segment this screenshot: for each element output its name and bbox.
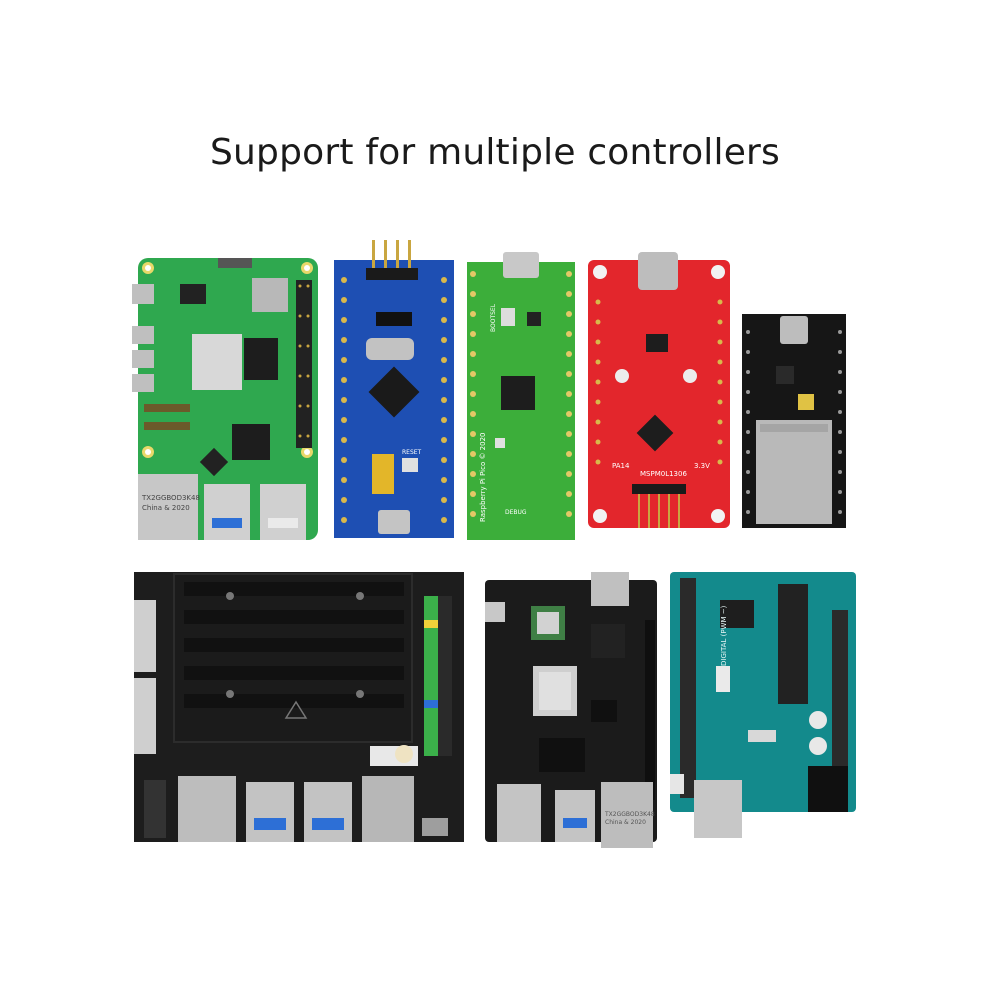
silk-label: MSPM0L1306: [640, 470, 687, 478]
silk-label: BOOTSEL: [490, 303, 497, 332]
page-title: Support for multiple controllers: [209, 132, 781, 173]
esp32-devkit-image: [740, 312, 848, 530]
red-controller-board-image: MSPM0L1306 PA14 3.3V: [586, 252, 732, 530]
arduino-uno-image: DIGITAL (PWM ~): [668, 570, 858, 840]
silk-label: China & 2020: [605, 819, 646, 826]
raspberry-pi-pico-image: Raspberry Pi Pico © 2020 DEBUG BOOTSEL: [465, 252, 577, 542]
silk-label: PA14: [612, 462, 630, 470]
jetson-nano-dev-kit-image: [132, 570, 468, 846]
silk-label: TX2GGBOD3K48: [604, 811, 655, 818]
silk-label: DEBUG: [505, 509, 527, 516]
silk-label: China & 2020: [142, 504, 190, 512]
stm32-blue-pill-image: RESET: [332, 240, 456, 540]
black-sbc-board-image: TX2GGBOD3K48 China & 2020: [483, 570, 659, 848]
silk-label: TX2GGBOD3K48: [141, 494, 200, 502]
silk-label: DIGITAL (PWM ~): [720, 605, 728, 666]
raspberry-pi-5-image: TX2GGBOD3K48 China & 2020: [132, 256, 320, 543]
silk-label: Raspberry Pi Pico © 2020: [479, 433, 487, 523]
silk-label: RESET: [402, 449, 422, 456]
silk-label: 3.3V: [694, 462, 710, 470]
